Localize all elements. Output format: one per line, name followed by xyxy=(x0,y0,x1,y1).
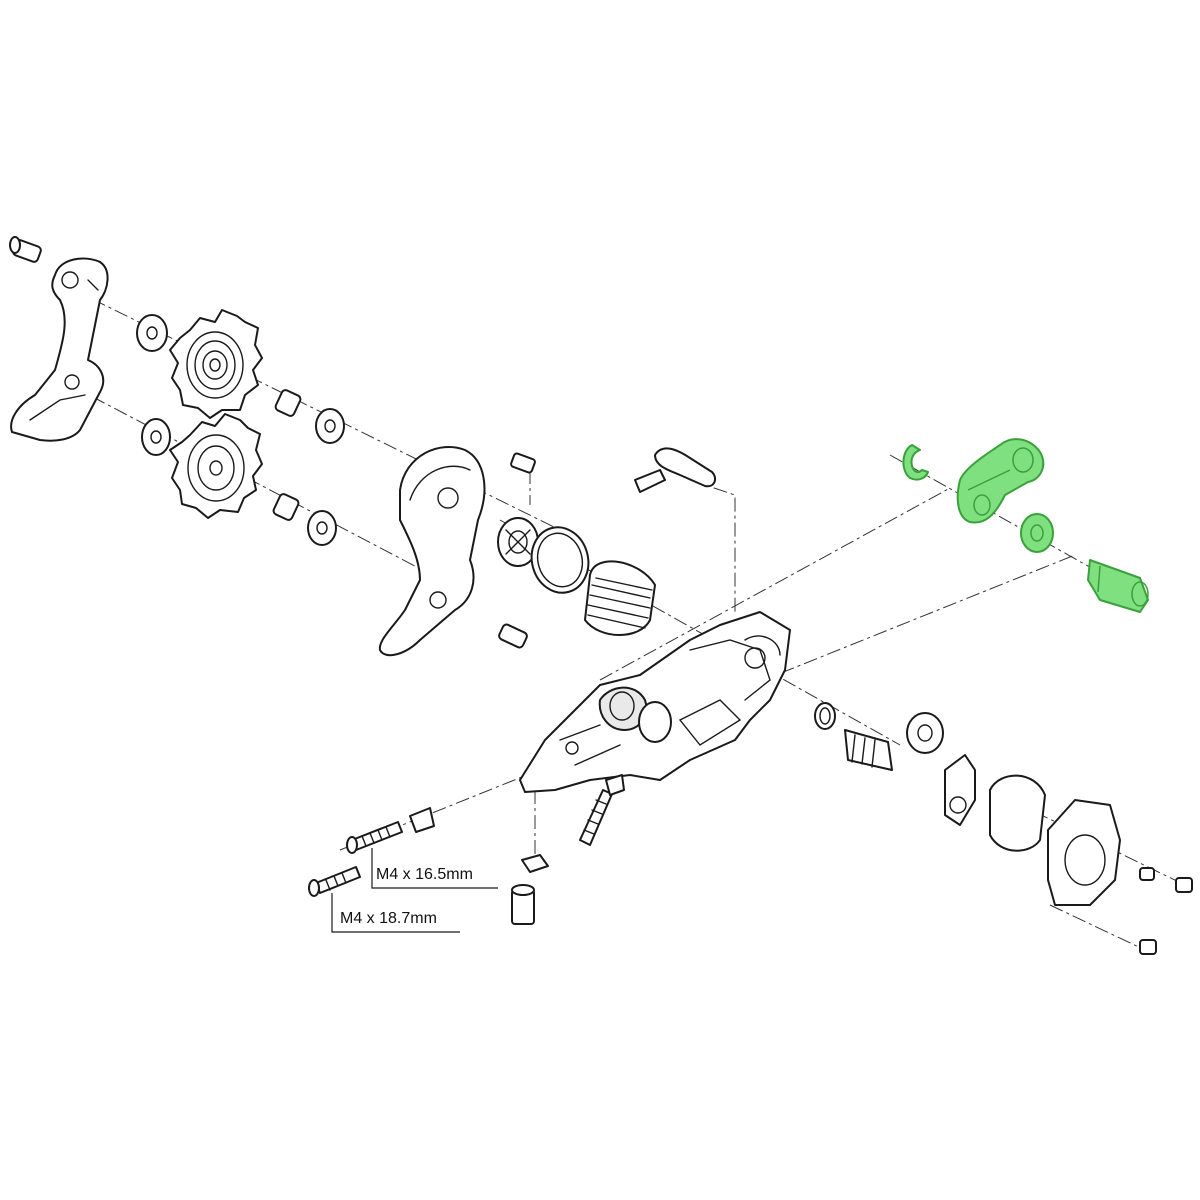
leader-bolt-short xyxy=(371,848,498,889)
lower-pulley-outer-washer xyxy=(307,510,337,546)
leader-bolt-long xyxy=(331,893,460,933)
cable-guide-clip xyxy=(634,447,717,493)
cover-screws xyxy=(1139,867,1193,955)
dimension-leaders xyxy=(331,848,498,933)
bolt-long xyxy=(308,866,361,897)
bracket-bushing xyxy=(1020,513,1054,553)
pivot-bushing xyxy=(906,712,944,754)
upper-pulley-outer-washer xyxy=(315,408,345,444)
o-ring-icon xyxy=(530,526,590,594)
axis-cable-guide xyxy=(689,479,736,615)
b-tension-screw xyxy=(579,774,625,846)
axis-bracket-lower xyxy=(599,487,951,681)
pulley-icon xyxy=(169,309,263,419)
bracket-icon xyxy=(956,438,1045,524)
fixing-bolt xyxy=(511,854,549,925)
cover-gasket xyxy=(989,774,1046,852)
rear-cover xyxy=(1047,799,1121,906)
spring-icon xyxy=(584,560,656,636)
lower-pulley-washer xyxy=(141,418,171,456)
ratchet-unit xyxy=(944,754,976,826)
lower-pulley-bushing xyxy=(272,493,300,521)
circlip-icon xyxy=(902,444,929,481)
pivot-axle xyxy=(844,729,893,771)
axis-bracket-upper xyxy=(889,454,1096,571)
bolt-icon xyxy=(346,821,403,854)
bracket-axle-bolt xyxy=(1087,559,1149,613)
outer-cage-plate xyxy=(10,257,109,442)
inner-cage-plate xyxy=(378,445,486,657)
upper-pulley-bushing xyxy=(274,389,302,417)
axis-cover-lower xyxy=(1049,904,1146,951)
main-body xyxy=(519,611,791,793)
bolt-short-dimension-label: M4 x 16.5mm xyxy=(376,866,473,883)
cage-pin xyxy=(9,236,42,263)
bolt-nut-plate xyxy=(409,807,435,833)
bolt-long-dimension-label: M4 x 18.7mm xyxy=(340,910,437,927)
upper-pulley-washer xyxy=(136,314,168,352)
lower-pulley xyxy=(169,413,263,519)
cage-lower-bolt xyxy=(498,623,528,649)
cage-stop-bolt xyxy=(510,452,536,474)
axis-lower-pulley xyxy=(69,384,471,596)
small-o-ring xyxy=(814,702,836,730)
